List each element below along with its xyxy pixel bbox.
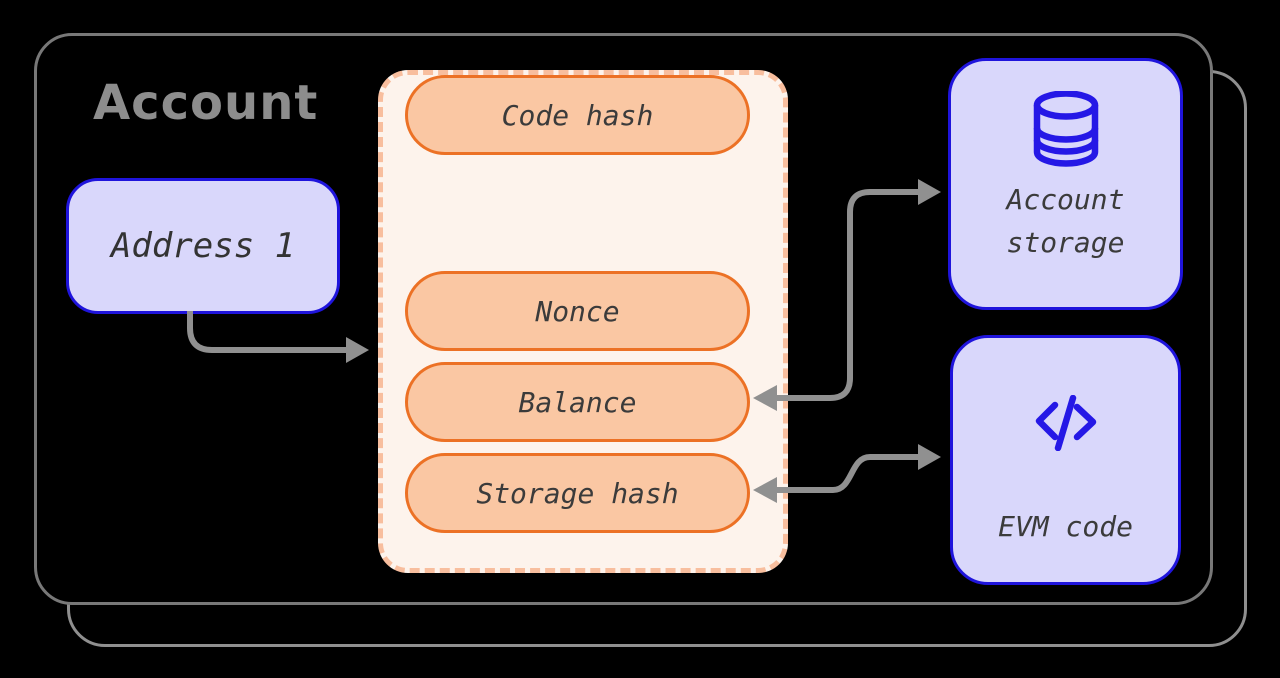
code-hash-label: Code hash	[501, 98, 654, 132]
balance-label: Balance	[518, 385, 637, 419]
address-box: Address 1	[66, 178, 340, 314]
account-card: Account Address 1 Account state 1 Nonce …	[34, 33, 1213, 605]
account-storage-label-line2: storage	[1006, 226, 1125, 259]
account-storage-label-line1: Account	[1006, 183, 1125, 216]
account-state-box: Account state 1 Nonce Balance Storage ha…	[378, 70, 788, 573]
account-storage-box: Account storage	[948, 58, 1183, 310]
storage-hash-pill: Storage hash	[405, 453, 750, 533]
nonce-pill: Nonce	[405, 271, 750, 351]
address-label: Address 1	[110, 226, 296, 266]
balance-pill: Balance	[405, 362, 750, 442]
storage-hash-label: Storage hash	[476, 476, 679, 510]
evm-code-box: EVM code	[950, 335, 1181, 585]
code-hash-pill: Code hash	[405, 75, 750, 155]
code-icon	[953, 395, 1178, 451]
account-storage-label: Account storage	[951, 178, 1180, 264]
database-icon	[951, 91, 1180, 171]
card-title: Account	[93, 75, 319, 131]
evm-code-label: EVM code	[998, 510, 1133, 543]
nonce-label: Nonce	[535, 294, 620, 328]
